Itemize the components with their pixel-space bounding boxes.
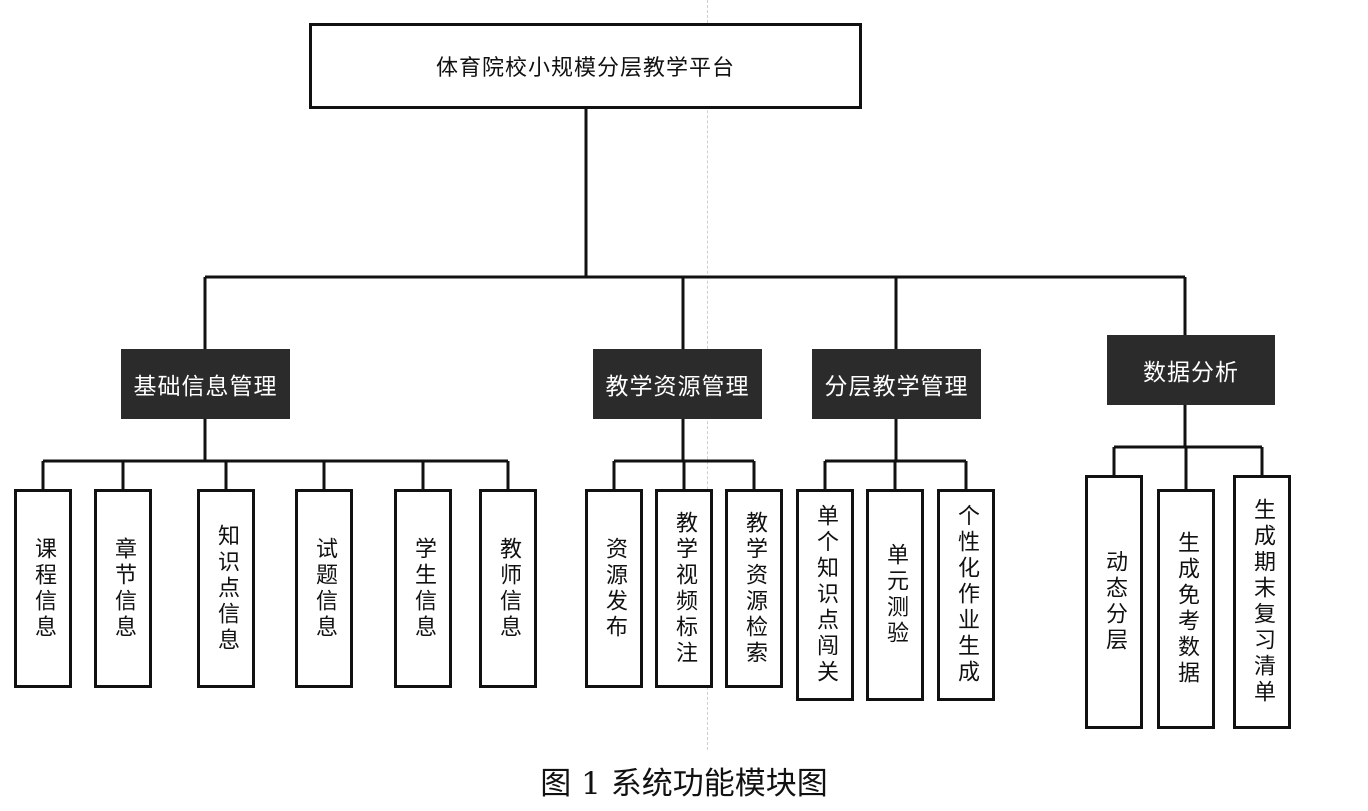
leaf-chapter-info: 章节信息 (94, 489, 152, 688)
category-label: 分层教学管理 (824, 374, 969, 400)
category-basic-info: 基础信息管理 (121, 349, 290, 419)
leaf-student-info: 学生信息 (394, 489, 452, 688)
leaf-course-info: 课程信息 (14, 489, 72, 688)
leaf-knowledge-point-challenge: 单个知识点闯关 (796, 489, 854, 701)
leaf-video-annotation: 教学视频标注 (655, 489, 713, 688)
category-teaching-resources: 教学资源管理 (593, 349, 762, 419)
leaf-label: 试题信息 (312, 536, 337, 641)
category-tiered-teaching: 分层教学管理 (812, 349, 981, 419)
leaf-label: 单元测验 (883, 543, 908, 647)
leaf-label: 教学视频标注 (672, 510, 697, 667)
category-label: 数据分析 (1143, 360, 1239, 386)
leaf-knowledge-point-info: 知识点信息 (197, 489, 255, 688)
leaf-resource-publish: 资源发布 (585, 489, 643, 688)
leaf-label: 章节信息 (111, 536, 136, 641)
leaf-final-review-list: 生成期末复习清单 (1233, 475, 1291, 729)
leaf-label: 知识点信息 (214, 523, 239, 654)
leaf-label: 单个知识点闯关 (813, 504, 838, 686)
category-label: 基础信息管理 (133, 374, 278, 400)
leaf-label: 教师信息 (496, 536, 521, 641)
leaf-label: 教学资源检索 (742, 510, 767, 667)
root-node: 体育院校小规模分层教学平台 (309, 23, 862, 109)
figure-caption: 图 1 系统功能模块图 (540, 766, 828, 802)
leaf-dynamic-tiering: 动态分层 (1085, 475, 1143, 729)
leaf-teacher-info: 教师信息 (479, 489, 537, 688)
category-label: 教学资源管理 (605, 374, 750, 400)
leaf-label: 个性化作业生成 (954, 504, 979, 686)
leaf-label: 生成免考数据 (1174, 531, 1199, 687)
leaf-label: 学生信息 (411, 536, 436, 641)
leaf-question-info: 试题信息 (295, 489, 353, 688)
leaf-label: 资源发布 (602, 536, 627, 641)
leaf-unit-test: 单元测验 (866, 489, 924, 701)
leaf-exam-exemption-data: 生成免考数据 (1157, 489, 1215, 729)
leaf-label: 动态分层 (1102, 550, 1127, 654)
leaf-personalized-homework: 个性化作业生成 (937, 489, 995, 701)
category-data-analysis: 数据分析 (1107, 335, 1275, 405)
root-label: 体育院校小规模分层教学平台 (435, 56, 735, 81)
leaf-label: 生成期末复习清单 (1250, 498, 1275, 706)
leaf-resource-search: 教学资源检索 (725, 489, 783, 688)
leaf-label: 课程信息 (31, 536, 56, 641)
